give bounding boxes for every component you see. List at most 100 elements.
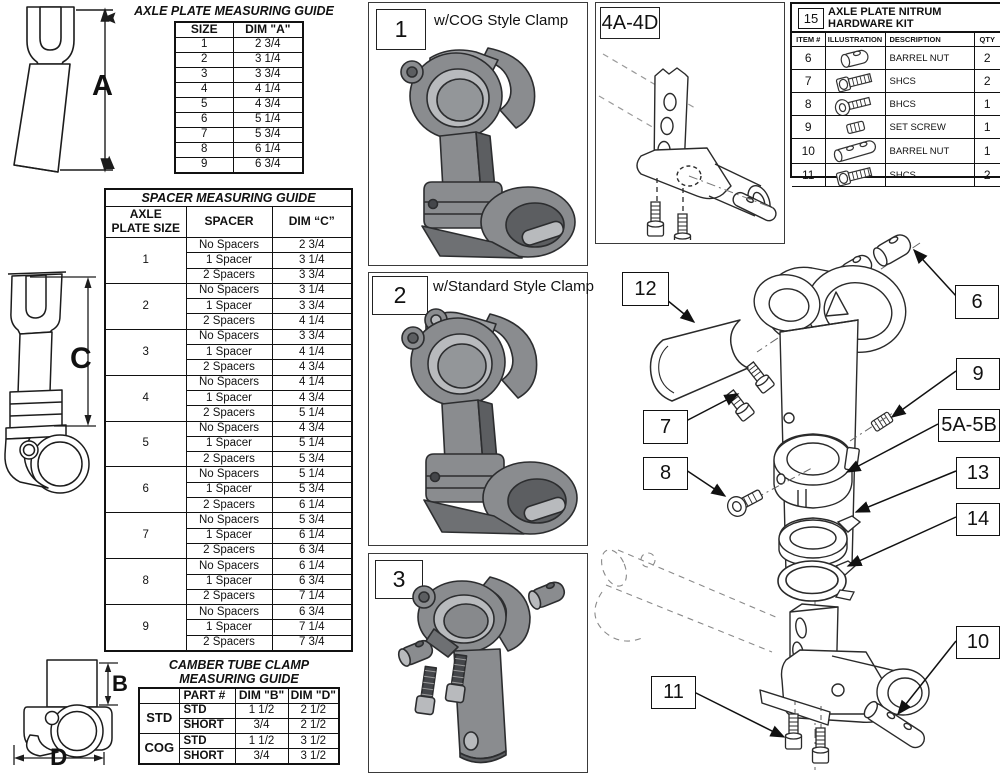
clamp-style-cell: COG <box>138 733 180 765</box>
table-cell: No Spacers <box>185 328 273 346</box>
figure-1-caption: w/COG Style Clamp <box>434 12 569 29</box>
table-cell: 8 <box>174 141 234 158</box>
column-header: SIZE <box>174 21 234 38</box>
table-cell: 7 1/4 <box>271 588 353 606</box>
table-cell: 6 3/4 <box>271 542 353 560</box>
barrel-nut-long-icon <box>831 140 879 163</box>
qty-cell: 1 <box>973 92 1000 116</box>
column-header: SPACER <box>185 206 273 238</box>
table-cell: 4 1/4 <box>232 81 304 98</box>
table-cell: No Spacers <box>185 420 273 437</box>
table-cell: STD <box>178 702 236 719</box>
table-cell: 2 1/2 <box>287 717 340 735</box>
table-cell: 6 3/4 <box>271 573 353 590</box>
callout-14-label: 14 <box>966 508 990 530</box>
item-number-cell: 8 <box>792 92 826 116</box>
hardware-kit-title-line1: AXLE PLATE NITRUM <box>828 6 942 18</box>
qty-cell: 2 <box>973 69 1000 93</box>
bhcs-part <box>724 468 812 520</box>
table-cell: No Spacers <box>185 558 273 575</box>
spacer-guide-title: SPACER MEASURING GUIDE <box>104 188 353 207</box>
table-cell: 3 3/4 <box>271 328 353 346</box>
table-cell: 1 1/2 <box>234 702 289 719</box>
table-cell: 2 <box>174 51 234 68</box>
column-header: DESCRIPTION <box>884 32 975 47</box>
table-cell: 1 Spacer <box>185 344 273 361</box>
table-cell: 3/4 <box>234 748 289 765</box>
axle-plate-size-cell: 7 <box>104 512 187 560</box>
table-cell: 4 3/4 <box>232 96 304 113</box>
callout-12-label: 12 <box>634 277 657 300</box>
figure-4-number: 4A-4D <box>601 11 659 34</box>
table-cell: 1 Spacer <box>185 527 273 544</box>
qty-cell: 1 <box>973 115 1000 139</box>
barrel-nut-10-part <box>862 699 928 751</box>
column-header: AXLE PLATE SIZE <box>104 206 187 238</box>
table-cell: 5 <box>174 96 234 113</box>
saddle-sleeve-part <box>651 320 749 401</box>
figure-2-number: 2 <box>393 282 407 308</box>
table-cell: 1 Spacer <box>185 435 273 453</box>
axle-guide-title: AXLE PLATE MEASURING GUIDE <box>134 4 334 18</box>
figure-2-render <box>401 308 578 535</box>
table-cell: 1 <box>174 36 234 53</box>
table-cell: 6 1/4 <box>271 527 353 544</box>
table-cell: 5 1/4 <box>271 405 353 422</box>
table-cell: No Spacers <box>185 466 273 483</box>
callout-9-label: 9 <box>972 362 984 385</box>
callout-13: 13 <box>956 457 1000 489</box>
figure-3-number-box: 3 <box>375 560 423 599</box>
item-number-cell: 10 <box>792 138 826 164</box>
camber-guide-title-line1: CAMBER TUBE CLAMP <box>168 658 310 672</box>
table-cell: 4 <box>174 81 234 98</box>
table-cell: 2 Spacers <box>185 588 273 606</box>
callout-6: 6 <box>955 285 999 319</box>
column-header: DIM "D" <box>287 687 340 704</box>
table-cell: 1 Spacer <box>185 481 273 499</box>
description-cell: SHCS <box>884 163 975 187</box>
table-cell: 2 Spacers <box>185 497 273 514</box>
table-cell: STD <box>178 733 236 750</box>
table-cell: 5 1/4 <box>271 435 353 453</box>
bhcs-icon <box>833 96 877 115</box>
table-cell: SHORT <box>178 717 236 735</box>
table-cell: 5 1/4 <box>232 111 304 128</box>
exploded-view-diagram <box>585 175 1000 773</box>
callout-6-label: 6 <box>971 290 983 313</box>
table-cell: No Spacers <box>185 374 273 391</box>
callout-7: 7 <box>643 410 688 444</box>
table-cell: No Spacers <box>185 604 273 621</box>
retaining-ring-14-part <box>778 561 855 601</box>
table-cell: 5 3/4 <box>271 512 353 529</box>
table-cell: 3 1/2 <box>287 733 340 750</box>
table-cell: 5 3/4 <box>271 451 353 468</box>
item-number-cell: 9 <box>792 115 826 139</box>
callout-10-label: 10 <box>966 631 990 653</box>
table-cell: 1 Spacer <box>185 573 273 590</box>
camber-guide-title-line2: MEASURING GUIDE <box>179 671 299 686</box>
illustration-cell <box>824 69 886 93</box>
description-cell: SHCS <box>884 69 975 93</box>
column-header: ILLUSTRATION <box>824 32 886 47</box>
column-header: QTY <box>973 32 1000 47</box>
callout-8: 8 <box>643 457 688 490</box>
callout-5a-5b-label: 5A-5B <box>941 414 997 436</box>
figure-4-number-box: 4A-4D <box>600 7 660 39</box>
table-header-row: PART # DIM "B" DIM "D" <box>138 687 340 704</box>
